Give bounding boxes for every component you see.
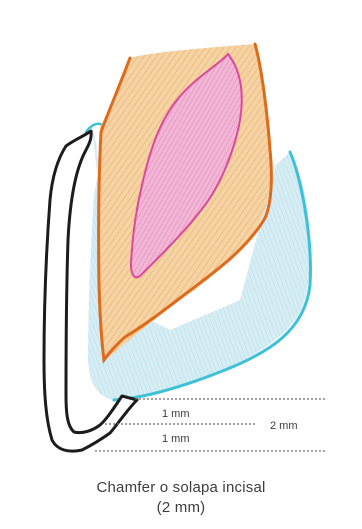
figure-caption: Chamfer o solapa incisal (2 mm)	[0, 478, 362, 518]
dimension-label-upper: 1 mm	[162, 408, 190, 420]
caption-line-1: Chamfer o solapa incisal	[0, 478, 362, 498]
dimension-label-lower: 1 mm	[162, 433, 190, 445]
caption-line-2: (2 mm)	[0, 498, 362, 518]
dimension-label-total: 2 mm	[270, 420, 298, 432]
